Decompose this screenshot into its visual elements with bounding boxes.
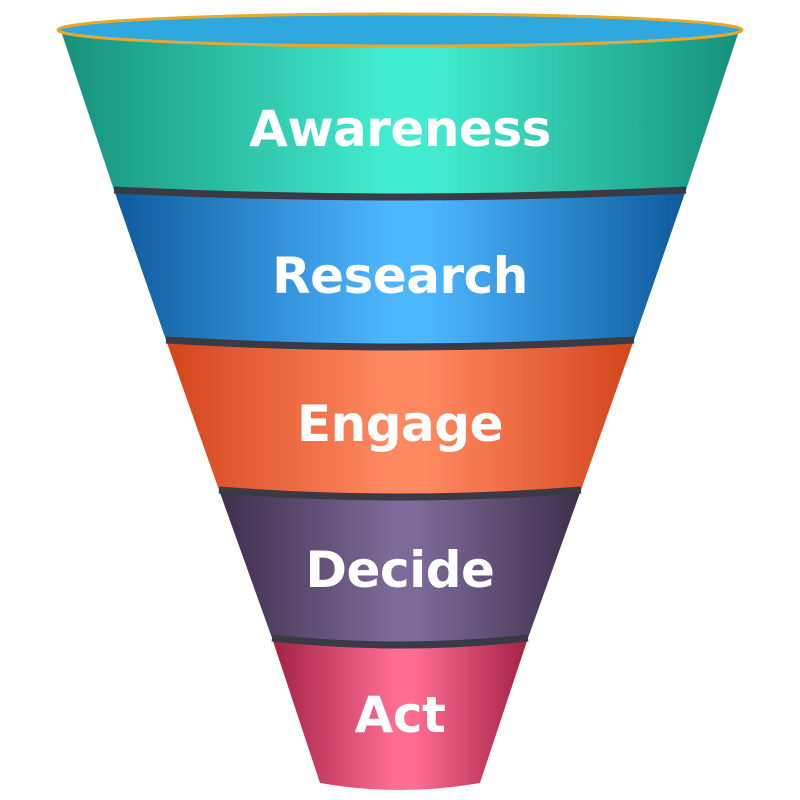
funnel-band-research xyxy=(114,190,686,347)
stage-label-research: Research xyxy=(272,247,528,305)
funnel-band-act xyxy=(272,638,528,790)
stage-label-awareness: Awareness xyxy=(249,100,551,158)
stage-label-engage: Engage xyxy=(297,395,503,453)
stage-label-act: Act xyxy=(355,686,446,744)
funnel-separator xyxy=(218,486,582,501)
funnel-top-rim xyxy=(56,12,744,48)
funnel-band-awareness xyxy=(62,34,738,197)
stage-label-decide: Decide xyxy=(306,541,495,599)
funnel-separator xyxy=(165,336,635,351)
funnel-band-engage xyxy=(166,340,634,497)
funnel-separator xyxy=(113,186,687,201)
funnel-band-decide xyxy=(219,490,581,645)
funnel-separator xyxy=(271,634,529,649)
